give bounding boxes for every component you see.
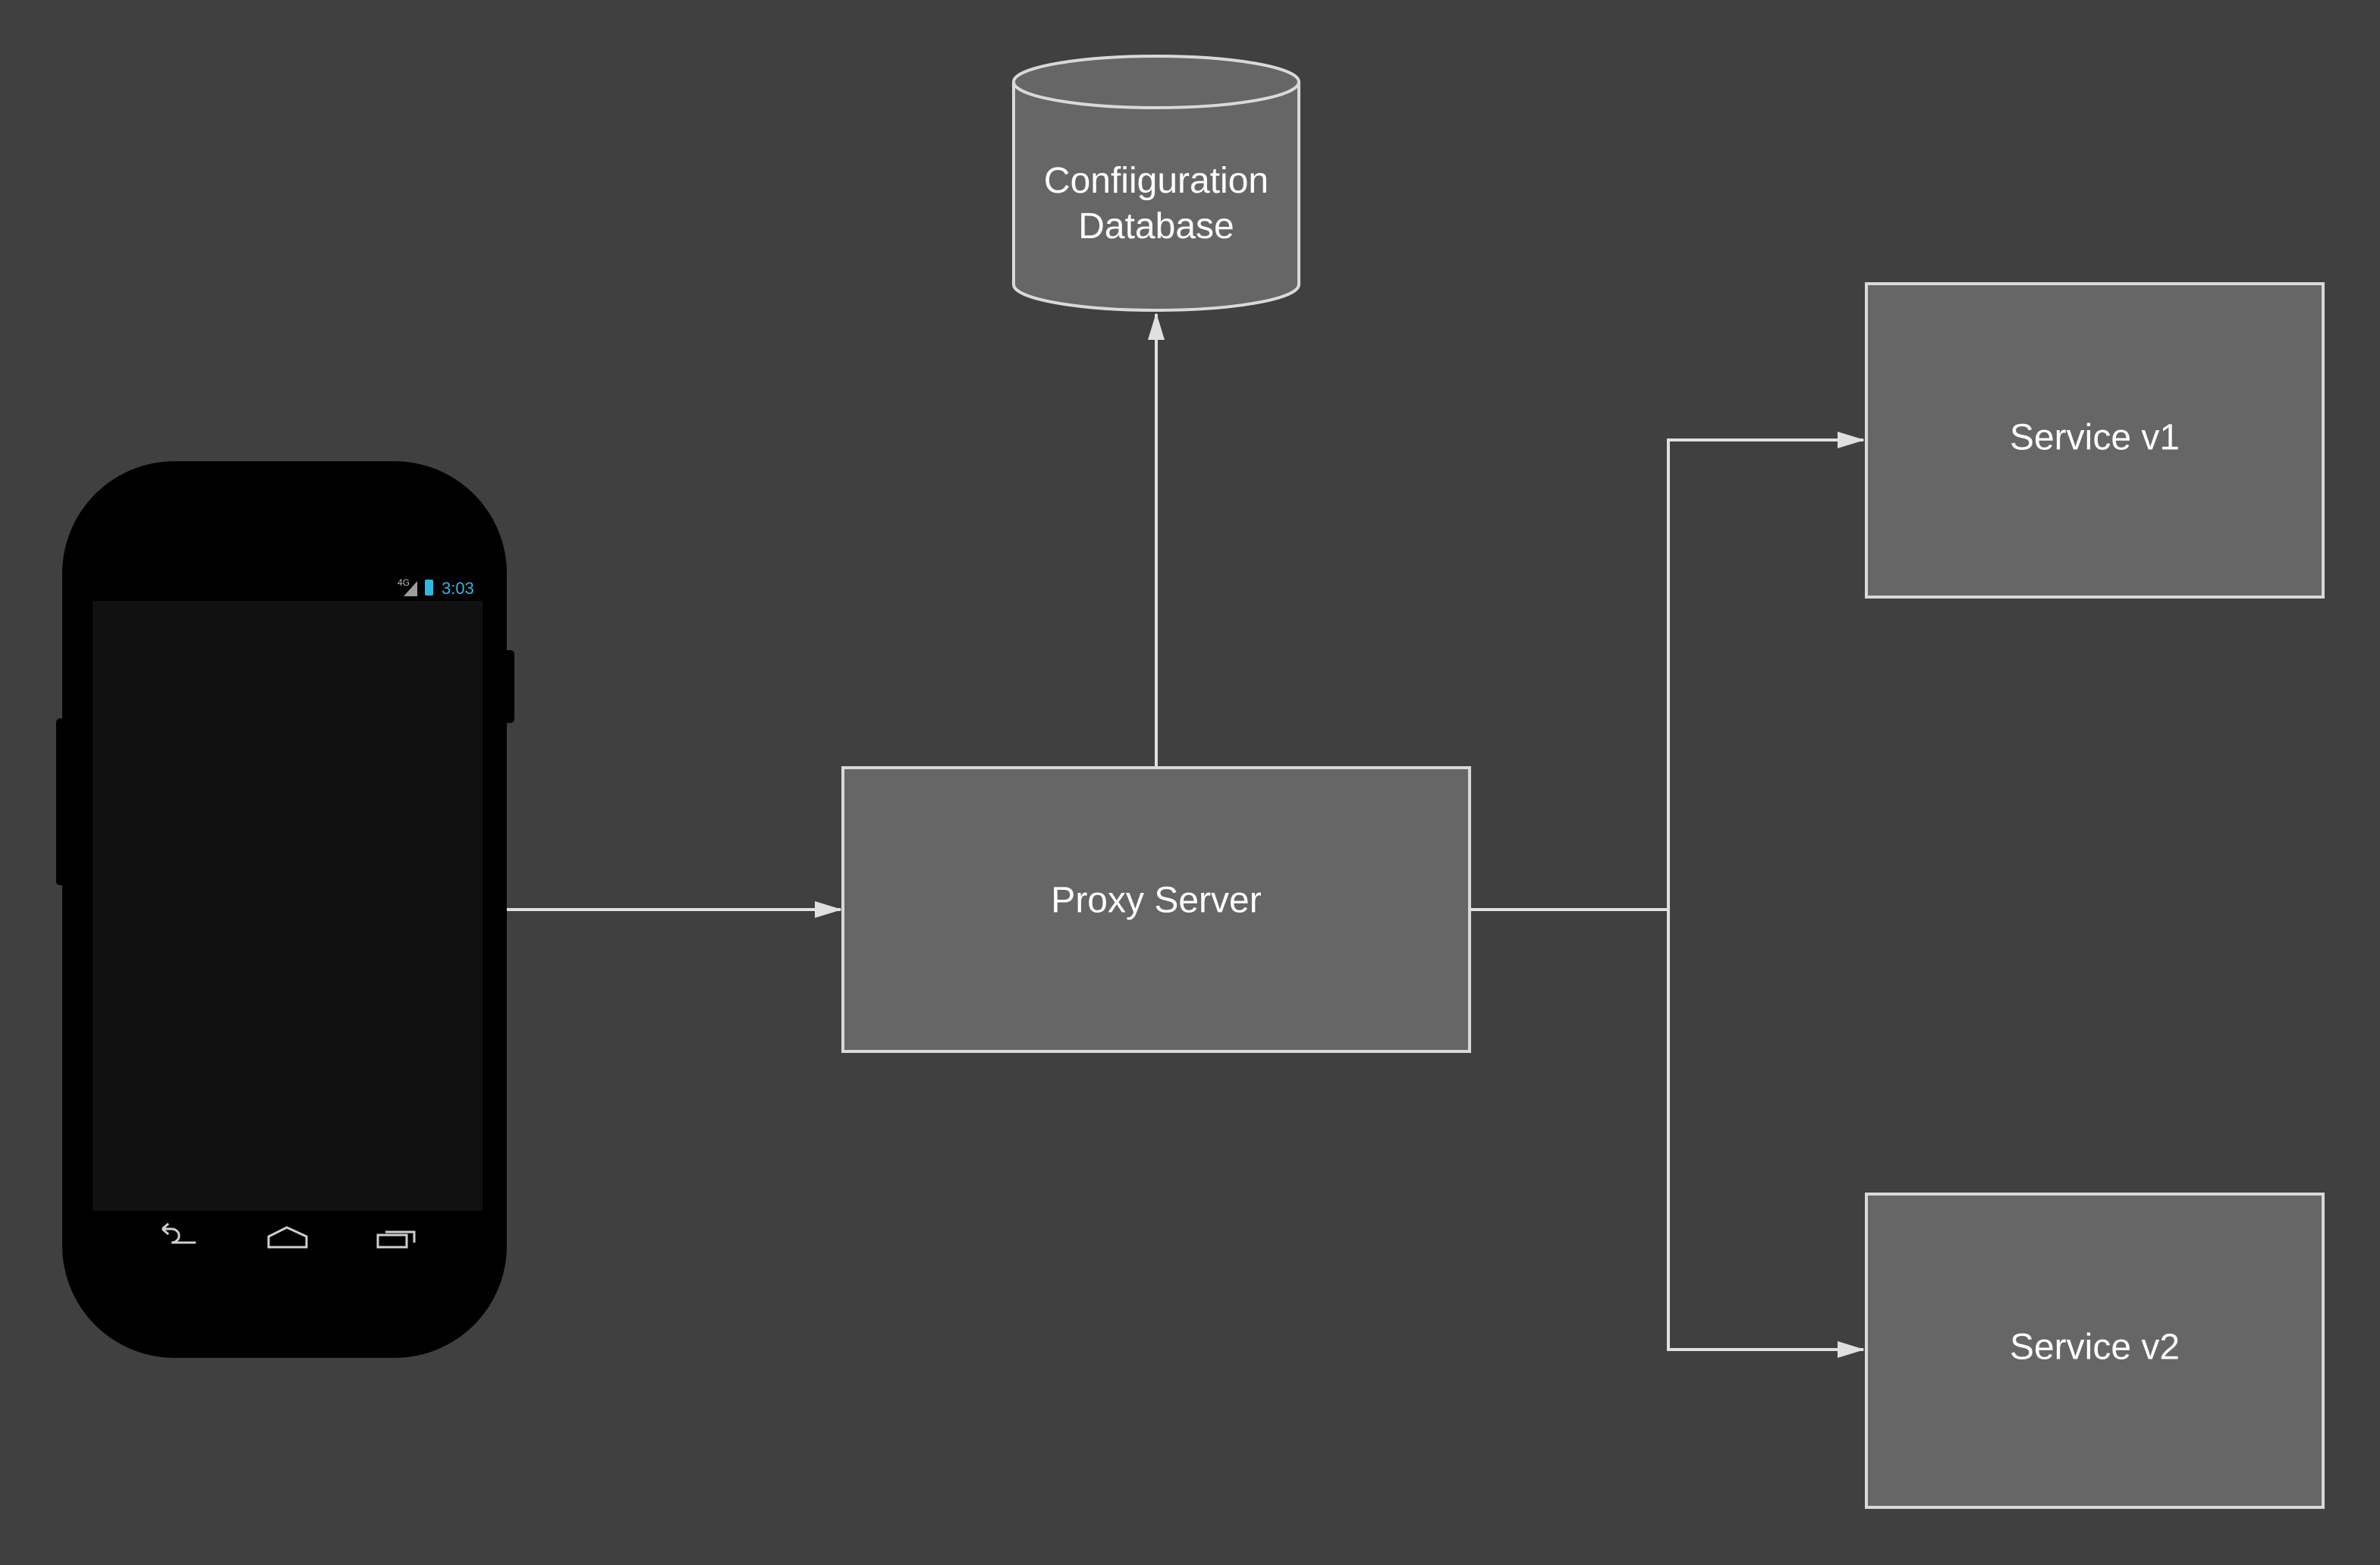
proxy-server-box: [841, 766, 1471, 1053]
service-v1-box: [1865, 282, 2325, 599]
recent-apps-icon[interactable]: [376, 1230, 416, 1249]
service-v2-node[interactable]: Service v2: [1865, 1193, 2325, 1509]
back-icon[interactable]: [162, 1222, 196, 1244]
mobile-phone-node[interactable]: 4G 3:03: [56, 461, 514, 1358]
database-cylinder-top: [1012, 55, 1300, 109]
config-database-node[interactable]: Confiiguration Database: [1012, 55, 1300, 312]
edge-proxy-to-service-v2: [1667, 910, 1865, 1358]
config-database-label-line1: Confiiguration: [1044, 161, 1269, 201]
connectors: [505, 313, 1865, 1358]
service-v2-label: Service v2: [2010, 1328, 2180, 1368]
phone-status-bar: 4G 3:03: [398, 577, 474, 598]
signal-icon: [404, 581, 417, 596]
service-v1-label: Service v1: [2010, 418, 2180, 458]
service-v2-box: [1865, 1193, 2325, 1509]
service-v1-node[interactable]: Service v1: [1865, 282, 2325, 599]
edge-proxy-to-service-v1: [1470, 432, 1865, 911]
network-type-text: 4G: [398, 577, 410, 588]
status-time-text: 3:03: [442, 579, 474, 598]
phone-screen: [93, 601, 483, 1211]
phone-nav-bar: [162, 1222, 416, 1249]
proxy-server-node[interactable]: Proxy Server: [841, 766, 1471, 1053]
battery-icon: [425, 580, 433, 596]
database-cylinder-body: [1012, 82, 1300, 312]
config-database-label-line2: Database: [1078, 206, 1234, 247]
home-icon[interactable]: [267, 1226, 308, 1249]
proxy-server-label: Proxy Server: [1051, 881, 1261, 921]
